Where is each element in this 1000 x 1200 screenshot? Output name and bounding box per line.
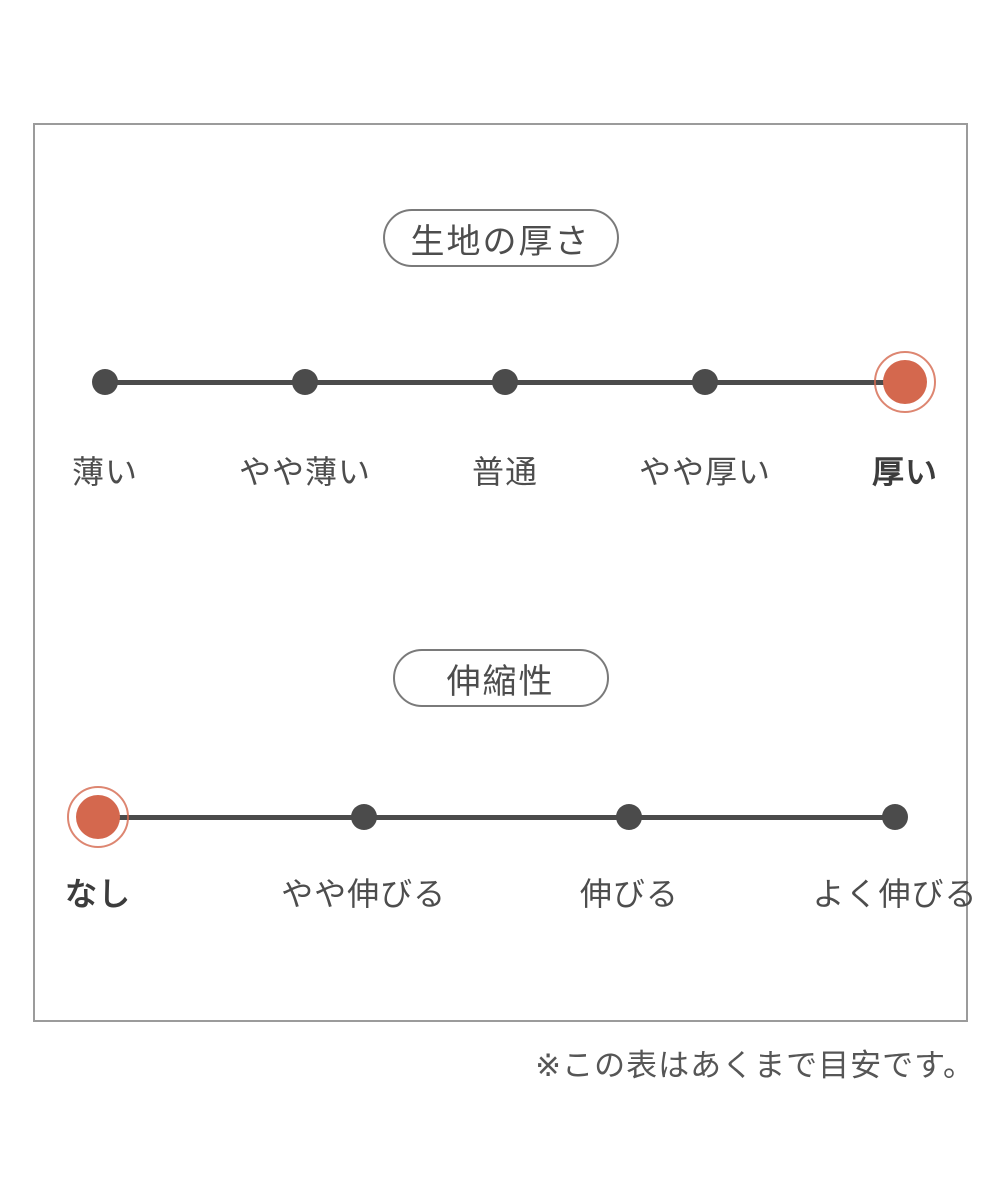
thickness-selected-ring bbox=[874, 351, 936, 413]
thickness-label-thin: 薄い bbox=[71, 453, 139, 491]
thickness-label-somewhat-thin: やや薄い bbox=[238, 453, 372, 491]
stretch-label-somewhat: やや伸びる bbox=[281, 875, 447, 913]
stretch-dot-2 bbox=[350, 804, 377, 830]
stretch-scale-line bbox=[98, 814, 895, 820]
stretch-labels: なし やや伸びる 伸びる よく伸びる bbox=[65, 869, 977, 913]
stretch-selected-ring bbox=[67, 786, 129, 848]
stretch-label-very: よく伸びる bbox=[812, 875, 978, 913]
stretch-title: 伸縮性 bbox=[446, 661, 555, 702]
thickness-dot-2 bbox=[292, 369, 318, 395]
stretch-title-badge: 伸縮性 bbox=[392, 649, 609, 707]
thickness-dot-4 bbox=[692, 369, 718, 395]
thickness-label-thick-selected: 厚い bbox=[871, 453, 939, 491]
stretch-dot-3 bbox=[616, 804, 643, 830]
spec-frame: 生地の厚さ 薄い やや薄い 普通 やや厚い 厚い 伸縮性 bbox=[33, 123, 977, 1022]
stretch-dot-4 bbox=[882, 804, 908, 830]
thickness-selected-dot bbox=[883, 360, 927, 404]
thickness-title-badge: 生地の厚さ bbox=[382, 209, 619, 267]
thickness-label-normal: 普通 bbox=[471, 453, 539, 491]
stretch-label-none-selected: なし bbox=[64, 875, 132, 913]
stretch-label-stretches: 伸びる bbox=[579, 875, 679, 913]
thickness-dot-3 bbox=[492, 369, 518, 395]
stretch-selected-dot bbox=[76, 795, 120, 839]
footnote: ※この表はあくまで目安です。 bbox=[535, 1048, 975, 1084]
thickness-title: 生地の厚さ bbox=[410, 221, 591, 262]
thickness-labels: 薄い やや薄い 普通 やや厚い 厚い bbox=[72, 447, 937, 491]
thickness-label-somewhat-thick: やや厚い bbox=[638, 453, 772, 491]
thickness-dot-1 bbox=[92, 369, 118, 395]
